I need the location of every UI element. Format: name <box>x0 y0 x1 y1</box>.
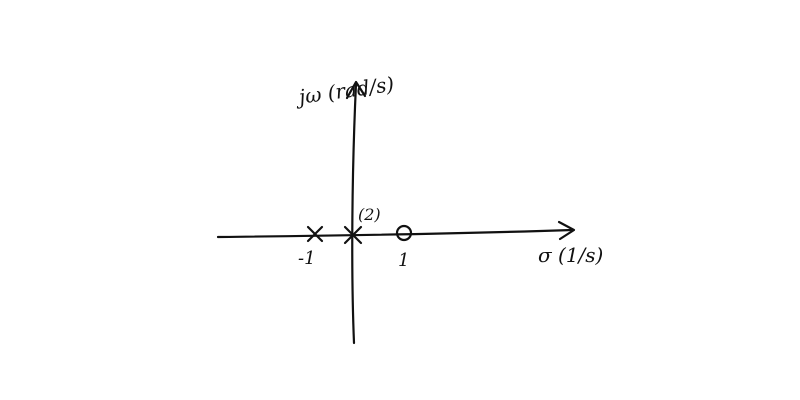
pole-marker-origin <box>343 225 363 245</box>
pole-marker-minus-1 <box>306 225 324 243</box>
imaginary-axis <box>351 82 358 345</box>
imaginary-axis-label: jω (rad/s) <box>293 72 395 110</box>
real-axis-arrowhead <box>557 220 576 241</box>
imaginary-axis-arrowhead <box>345 80 367 100</box>
zero-marker-1 <box>395 224 413 242</box>
tick-label-1: 1 <box>398 250 409 271</box>
real-axis <box>216 228 574 239</box>
tick-label-minus-1: -1 <box>298 248 316 269</box>
real-axis-label: σ (1/s) <box>538 243 603 267</box>
multiplicity-label: (2) <box>358 205 381 224</box>
